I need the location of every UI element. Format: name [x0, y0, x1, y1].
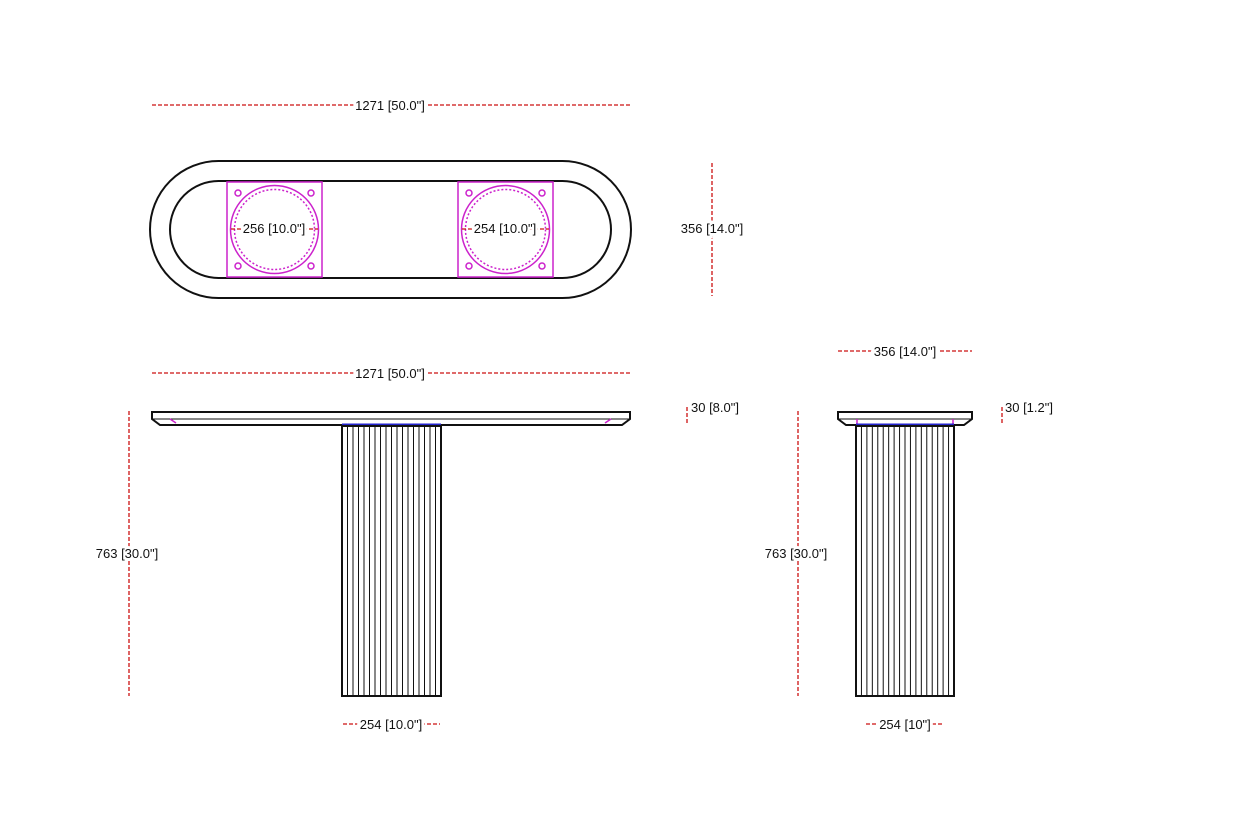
- top-view-length-label: 1271 [50.0"]: [355, 98, 425, 113]
- side-view: 356 [14.0"] 30 [1.2"] 763 [30.0"] 254 [1…: [762, 341, 1053, 735]
- side-view-depth-label: 356 [14.0"]: [874, 344, 936, 359]
- front-pedestal-width-label: 254 [10.0"]: [360, 717, 422, 732]
- side-height-label: 763 [30.0"]: [765, 546, 827, 561]
- top-view-depth-label: 356 [14.0"]: [681, 221, 743, 236]
- tabletop-inner-outline: [169, 180, 612, 279]
- right-base-diameter-label: 254 [10.0"]: [474, 221, 536, 236]
- front-pedestal-flutes: [347, 427, 436, 695]
- left-base-bolt: [234, 262, 242, 270]
- right-base-plate-circle: [460, 184, 551, 275]
- right-base-bolt: [538, 189, 546, 197]
- front-view: 1271 [50.0"] 30 [8.0"] 763 [30.0"] 254 […: [93, 363, 739, 735]
- right-base-bolt: [538, 262, 546, 270]
- side-top-thickness-label: 30 [1.2"]: [1005, 400, 1053, 415]
- front-view-length-label: 1271 [50.0"]: [355, 366, 425, 381]
- left-base-plate-circle: [229, 184, 320, 275]
- front-tabletop-bracket-right: [604, 418, 612, 424]
- front-pedestal: [341, 425, 442, 697]
- top-view: 1271 [50.0"] 256 [10.0"] 254 [10.0"]: [149, 95, 746, 299]
- front-tabletop-bracket-left: [169, 418, 177, 424]
- right-base-bolt: [465, 189, 473, 197]
- side-pedestal-width-label: 254 [10"]: [879, 717, 931, 732]
- right-base-plate-square: [457, 181, 554, 278]
- tabletop-outer-outline: [149, 160, 632, 299]
- front-top-thickness-label: 30 [8.0"]: [691, 400, 739, 415]
- side-pedestal: [855, 425, 955, 697]
- side-pedestal-flutes: [860, 427, 950, 695]
- left-base-plate-square: [226, 181, 323, 278]
- left-base-diameter-label: 256 [10.0"]: [243, 221, 305, 236]
- left-base-bolt: [307, 189, 315, 197]
- left-base-bolt: [234, 189, 242, 197]
- right-base-bolt: [465, 262, 473, 270]
- left-base-bolt: [307, 262, 315, 270]
- front-height-label: 763 [30.0"]: [96, 546, 158, 561]
